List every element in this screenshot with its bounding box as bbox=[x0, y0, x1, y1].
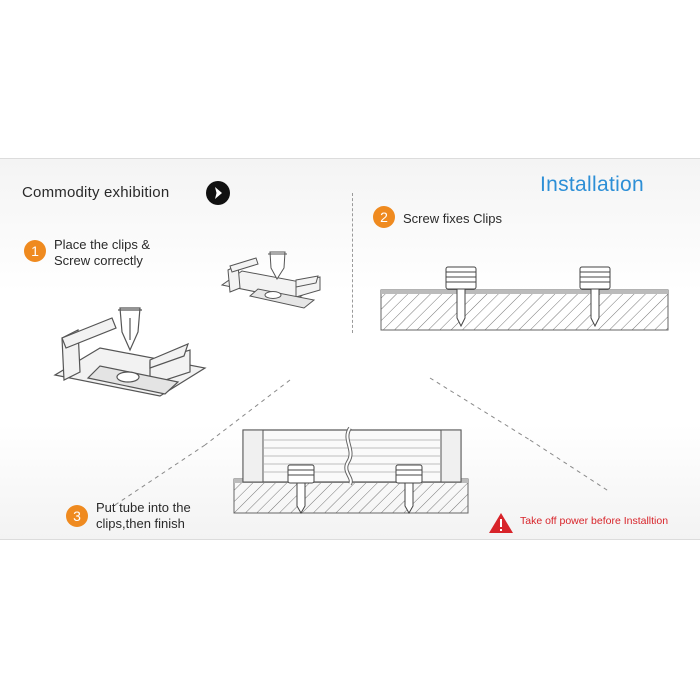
large-clip-illustration bbox=[53, 307, 207, 397]
step-2-text: Screw fixes Clips bbox=[403, 211, 502, 226]
step-1-badge: 1 bbox=[24, 240, 46, 262]
tube-assembly bbox=[233, 426, 469, 515]
step-1-line-1: Place the clips & bbox=[54, 237, 151, 252]
screw-left bbox=[445, 266, 477, 328]
surface-with-screws bbox=[380, 266, 669, 331]
screw-right bbox=[579, 266, 611, 328]
arrow-right-icon bbox=[206, 181, 230, 205]
tube-screw-right bbox=[395, 464, 423, 515]
step-3-badge: 3 bbox=[66, 505, 88, 527]
perspective-dashes bbox=[114, 377, 611, 506]
small-clip-illustration bbox=[220, 251, 321, 309]
step-1-line-2: Screw correctly bbox=[54, 253, 143, 268]
tube-screw-left bbox=[287, 464, 315, 515]
step-1-text: Place the clips & Screw correctly bbox=[54, 237, 150, 269]
step-3-text: Put tube into the clips,then finish bbox=[96, 500, 191, 532]
step-3-line-1: Put tube into the bbox=[96, 500, 191, 515]
installation-title: Installation bbox=[540, 173, 644, 196]
step-3-line-2: clips,then finish bbox=[96, 516, 185, 531]
section-divider bbox=[352, 193, 353, 333]
step-2-badge: 2 bbox=[373, 206, 395, 228]
warning-text: Take off power before Installtion bbox=[520, 515, 669, 527]
commodity-exhibition-title: Commodity exhibition bbox=[22, 184, 170, 201]
warning-triangle-icon bbox=[489, 513, 513, 533]
